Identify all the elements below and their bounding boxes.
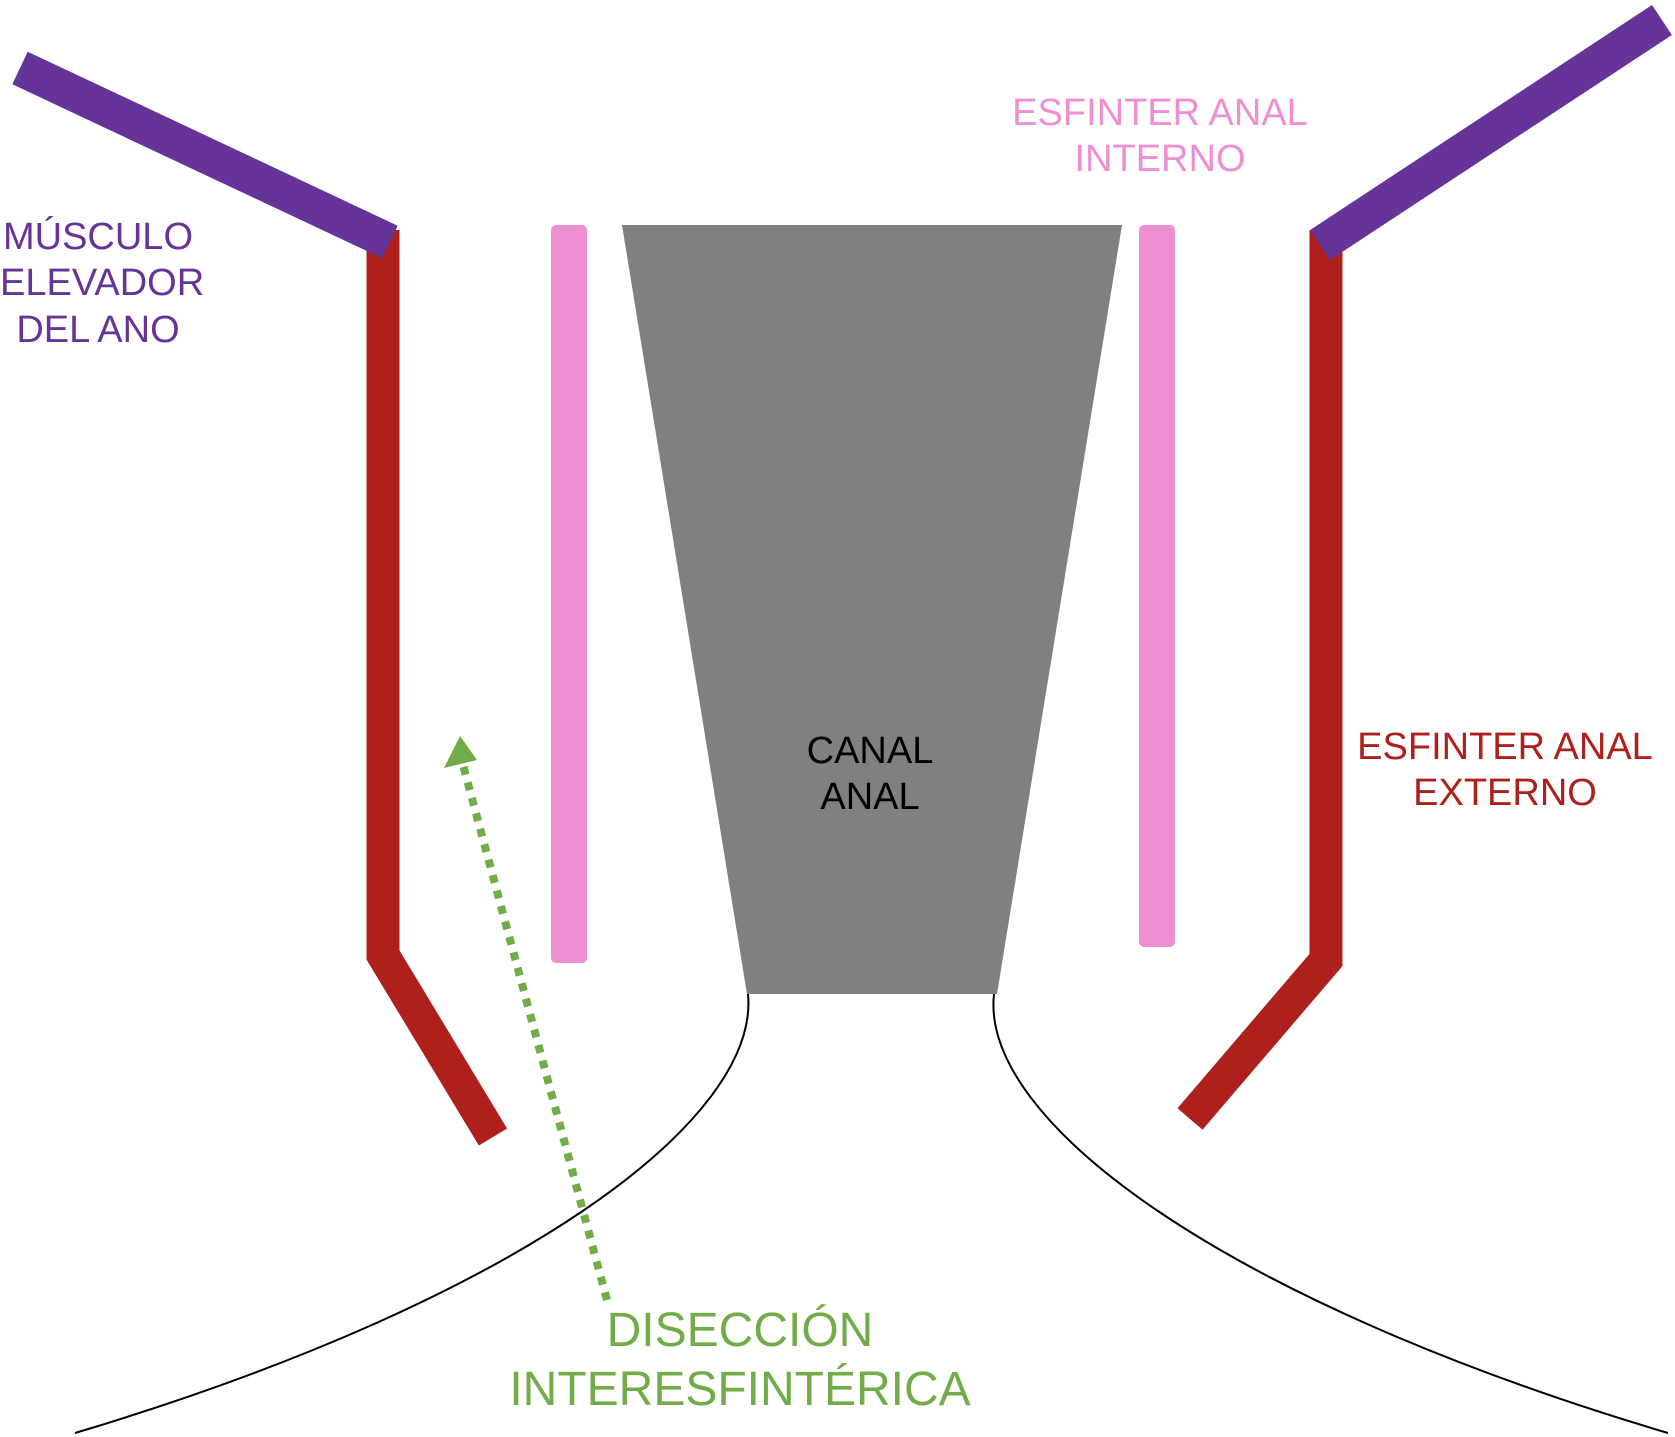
external-sphincter-right xyxy=(1177,230,1343,1130)
levator-ani-left xyxy=(12,51,398,259)
dissection-label-line-2: INTERESFINTÉRICA xyxy=(509,1362,971,1416)
right-skin-curve xyxy=(992,993,1669,1434)
anal-canal-label: CANAL ANAL xyxy=(770,728,970,821)
external-sphincter-left xyxy=(366,230,508,1146)
canal-label-line-1: CANAL xyxy=(806,730,934,772)
levator-ani-right xyxy=(1310,4,1672,261)
left-skin-curve xyxy=(74,993,750,1434)
dissection-label: DISECCIÓN INTERESFINTÉRICA xyxy=(500,1302,980,1419)
anal-canal-shape xyxy=(622,225,1122,994)
dissection-label-line-1: DISECCIÓN xyxy=(606,1304,874,1357)
internal-sphincter-left xyxy=(551,225,587,963)
dissection-arrowhead-icon xyxy=(444,736,477,768)
canal-label-line-2: ANAL xyxy=(820,776,920,819)
levator-label-line-1: MÚSCULO xyxy=(2,216,194,258)
internal-sphincter-label: ESFINTER ANAL INTERNO xyxy=(1000,90,1320,183)
external-label-line-1: ESFINTER ANAL xyxy=(1357,726,1653,768)
levator-ani-label: MÚSCULO ELEVADOR DEL ANO xyxy=(0,214,205,353)
internal-sphincter-right xyxy=(1139,225,1175,947)
external-label-line-2: EXTERNO xyxy=(1413,772,1597,815)
levator-label-line-2: ELEVADOR xyxy=(0,262,205,305)
levator-label-line-3: DEL ANO xyxy=(16,308,180,351)
internal-label-line-1: ESFINTER ANAL xyxy=(1012,92,1308,134)
dissection-arrow-shaft xyxy=(459,763,611,1302)
external-sphincter-label: ESFINTER ANAL EXTERNO xyxy=(1340,724,1670,817)
internal-label-line-2: INTERNO xyxy=(1074,138,1246,181)
